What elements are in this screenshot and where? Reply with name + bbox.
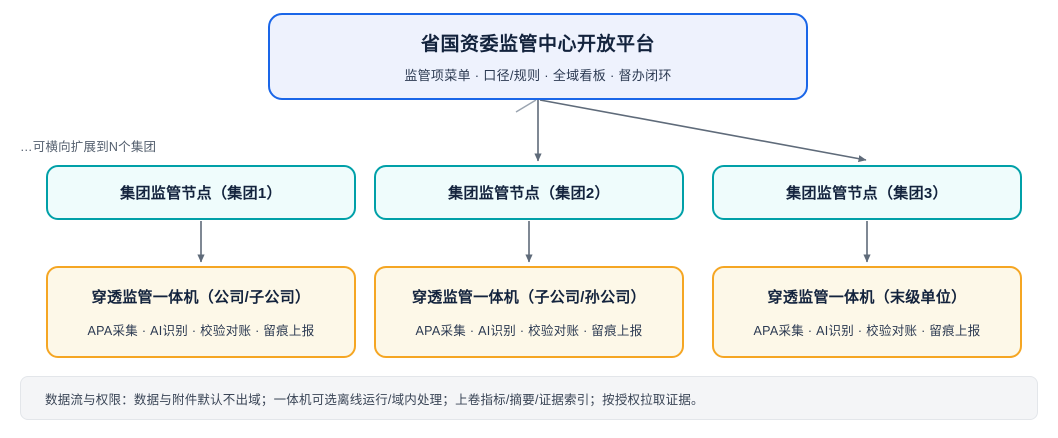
device-node-2[interactable]: 穿透监管一体机（子公司/孙公司） APA采集 · AI识别 · 校验对账 · 留… [374,266,684,358]
device-node-2-subtitle: APA采集 · AI识别 · 校验对账 · 留痕上报 [415,323,643,338]
device-node-3-title: 穿透监管一体机（末级单位） [767,288,967,306]
device-node-2-title: 穿透监管一体机（子公司/孙公司） [412,288,646,306]
device-node-1-subtitle: APA采集 · AI识别 · 校验对账 · 留痕上报 [87,323,315,338]
platform-node[interactable]: 省国资委监管中心开放平台 监管项菜单 · 口径/规则 · 全域看板 · 督办闭环 [268,13,808,100]
footer-note-panel: 数据流与权限：数据与附件默认不出域；一体机可选离线运行/域内处理；上卷指标/摘要… [20,376,1038,420]
footer-note-text: 数据流与权限：数据与附件默认不出域；一体机可选离线运行/域内处理；上卷指标/摘要… [45,392,704,407]
group-node-3-title: 集团监管节点（集团3） [786,185,948,202]
group-node-1[interactable]: 集团监管节点（集团1） [46,165,356,220]
device-node-1-title: 穿透监管一体机（公司/子公司） [91,288,311,306]
device-node-3[interactable]: 穿透监管一体机（末级单位） APA采集 · AI识别 · 校验对账 · 留痕上报 [712,266,1022,358]
connector-platform-to-group1 [515,99,537,113]
device-node-1[interactable]: 穿透监管一体机（公司/子公司） APA采集 · AI识别 · 校验对账 · 留痕… [46,266,356,358]
device-node-3-subtitle: APA采集 · AI识别 · 校验对账 · 留痕上报 [753,323,981,338]
platform-title: 省国资委监管中心开放平台 [420,34,655,55]
platform-subtitle: 监管项菜单 · 口径/规则 · 全域看板 · 督办闭环 [404,68,672,83]
connector-platform-to-group3 [539,99,867,163]
scale-annotation: …可横向扩展到N个集团 [20,140,157,154]
group-node-2[interactable]: 集团监管节点（集团2） [374,165,684,220]
group-node-1-title: 集团监管节点（集团1） [120,185,282,202]
group-node-2-title: 集团监管节点（集团2） [448,185,610,202]
group-node-3[interactable]: 集团监管节点（集团3） [712,165,1022,220]
